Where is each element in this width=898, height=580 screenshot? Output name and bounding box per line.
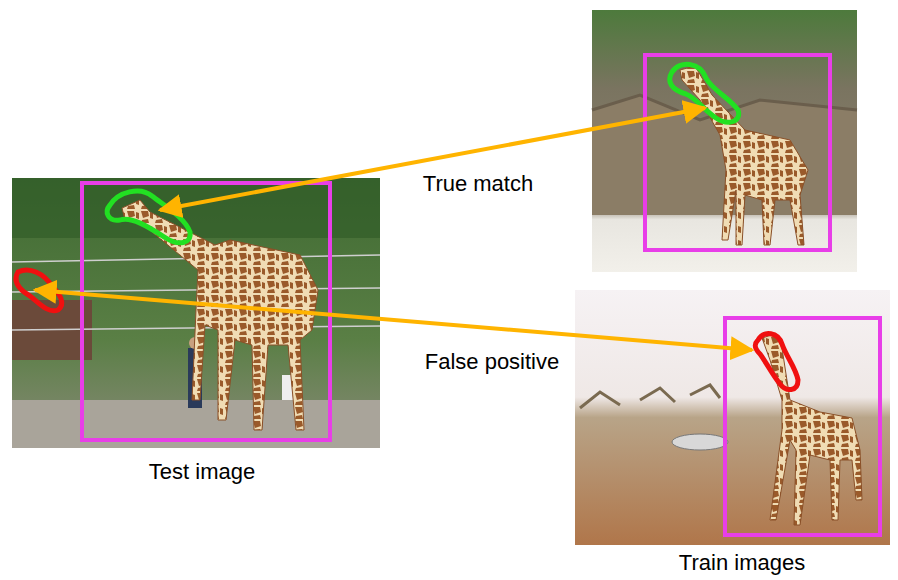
train-photo-top [592, 10, 857, 272]
match-label: False positive [425, 349, 560, 375]
match-arrow [35, 290, 752, 350]
image-caption: Test image [149, 459, 255, 485]
train-photo-bottom [575, 290, 890, 545]
match-arrow [160, 108, 705, 210]
match-label: True match [423, 171, 533, 197]
image-caption: Train images [679, 550, 805, 576]
